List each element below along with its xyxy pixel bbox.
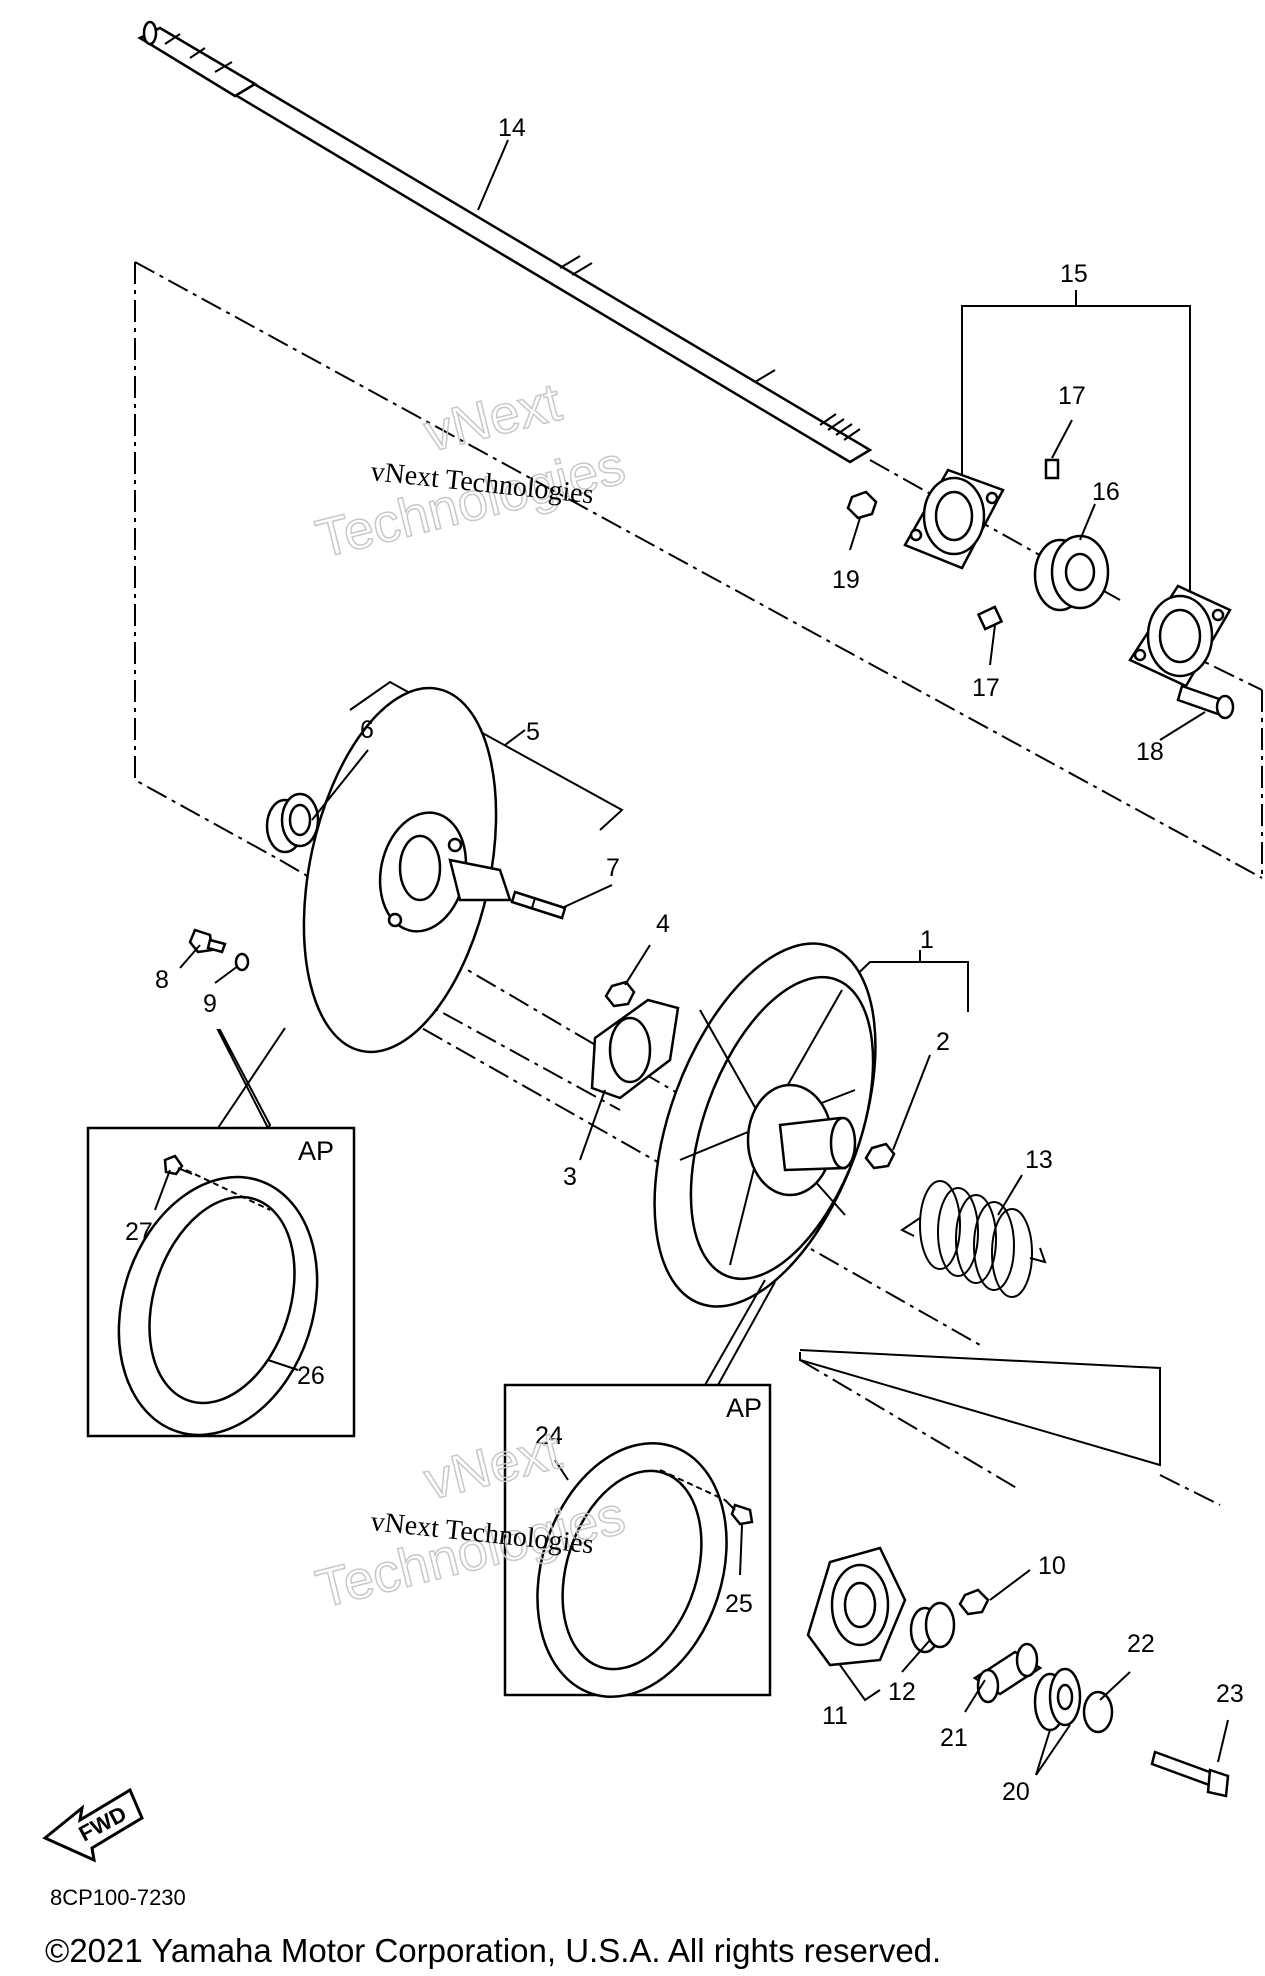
watermark-top: vNext Technologies vNext Technologies (310, 371, 632, 570)
callout-24: 24 (535, 1422, 563, 1450)
bearing-housing-right (1128, 584, 1232, 688)
fixed-sheave-5 (302, 686, 512, 1054)
washers-20 (1033, 1667, 1082, 1732)
callout-25: 25 (725, 1590, 753, 1618)
copyright-notice: ©2021 Yamaha Motor Corporation, U.S.A. A… (45, 1932, 941, 1969)
nut-19 (846, 490, 878, 520)
set-screw-17-top (1044, 458, 1060, 480)
callout-12: 12 (888, 1678, 916, 1706)
callout-6: 6 (360, 716, 374, 744)
callout-17-top: 17 (1058, 382, 1086, 410)
callout-8: 8 (155, 966, 169, 994)
callout-19: 19 (832, 566, 860, 594)
callout-1: 1 (920, 926, 934, 954)
callout-5: 5 (526, 718, 540, 746)
nut-2 (864, 1142, 896, 1170)
callout-2: 2 (936, 1028, 950, 1056)
callout-26: 26 (297, 1362, 325, 1390)
movable-sheave-1 (653, 942, 877, 1308)
bolt-25 (724, 1499, 754, 1526)
callout-14: 14 (498, 114, 526, 142)
callout-22: 22 (1127, 1630, 1155, 1658)
bolt-23 (1150, 1750, 1230, 1798)
callout-27: 27 (125, 1218, 153, 1246)
callout-13: 13 (1025, 1146, 1053, 1174)
callout-9: 9 (203, 990, 217, 1018)
callout-18: 18 (1136, 738, 1164, 766)
callout-labels: 14 15 17 16 19 17 18 6 5 7 4 1 2 8 9 3 1… (125, 114, 1244, 1806)
shaft-splines (819, 413, 861, 441)
callout-16: 16 (1092, 478, 1120, 506)
leader-lines (154, 139, 1229, 1776)
set-screw-17-bottom (976, 605, 1004, 631)
pin-7 (510, 890, 567, 920)
bracket-5 (349, 680, 624, 831)
bolt-4 (604, 980, 636, 1008)
cam-11 (806, 1546, 907, 1667)
gasket-3 (590, 998, 680, 1100)
drive-shaft (137, 20, 873, 464)
callout-3: 3 (563, 1163, 577, 1191)
inset-left-ap (86, 1027, 356, 1438)
bolt-18 (1176, 684, 1235, 720)
inset-right-ap-tag: AP (726, 1393, 762, 1423)
washer-9 (234, 952, 250, 972)
watermark-top-line1: vNext (418, 372, 566, 464)
diagram-code: 8CP100-7230 (50, 1885, 186, 1910)
callout-4: 4 (656, 910, 670, 938)
washer-22 (1082, 1690, 1114, 1734)
bushing-12 (909, 1601, 956, 1654)
bracket-15 (961, 290, 1191, 600)
nut-10 (958, 1588, 990, 1616)
callout-23: 23 (1216, 1680, 1244, 1708)
callout-11: 11 (822, 1702, 848, 1730)
callout-20: 20 (1002, 1778, 1030, 1806)
callout-21: 21 (940, 1724, 968, 1752)
bolt-8 (188, 928, 227, 954)
fwd-arrow-icon: FWD (42, 1787, 144, 1863)
callout-10: 10 (1038, 1552, 1066, 1580)
callout-15: 15 (1060, 260, 1088, 288)
inset-left-ap-tag: AP (298, 1136, 334, 1166)
collar-6 (265, 792, 320, 854)
collar-21 (972, 1642, 1043, 1704)
bearing-housing-left (903, 468, 1005, 570)
inset-right-ap (503, 1279, 776, 1698)
bolt-27 (163, 1154, 193, 1176)
callout-17-bottom: 17 (972, 674, 1000, 702)
callout-7: 7 (606, 854, 620, 882)
spring-13 (900, 1180, 1047, 1298)
bearing-16 (1033, 534, 1110, 612)
